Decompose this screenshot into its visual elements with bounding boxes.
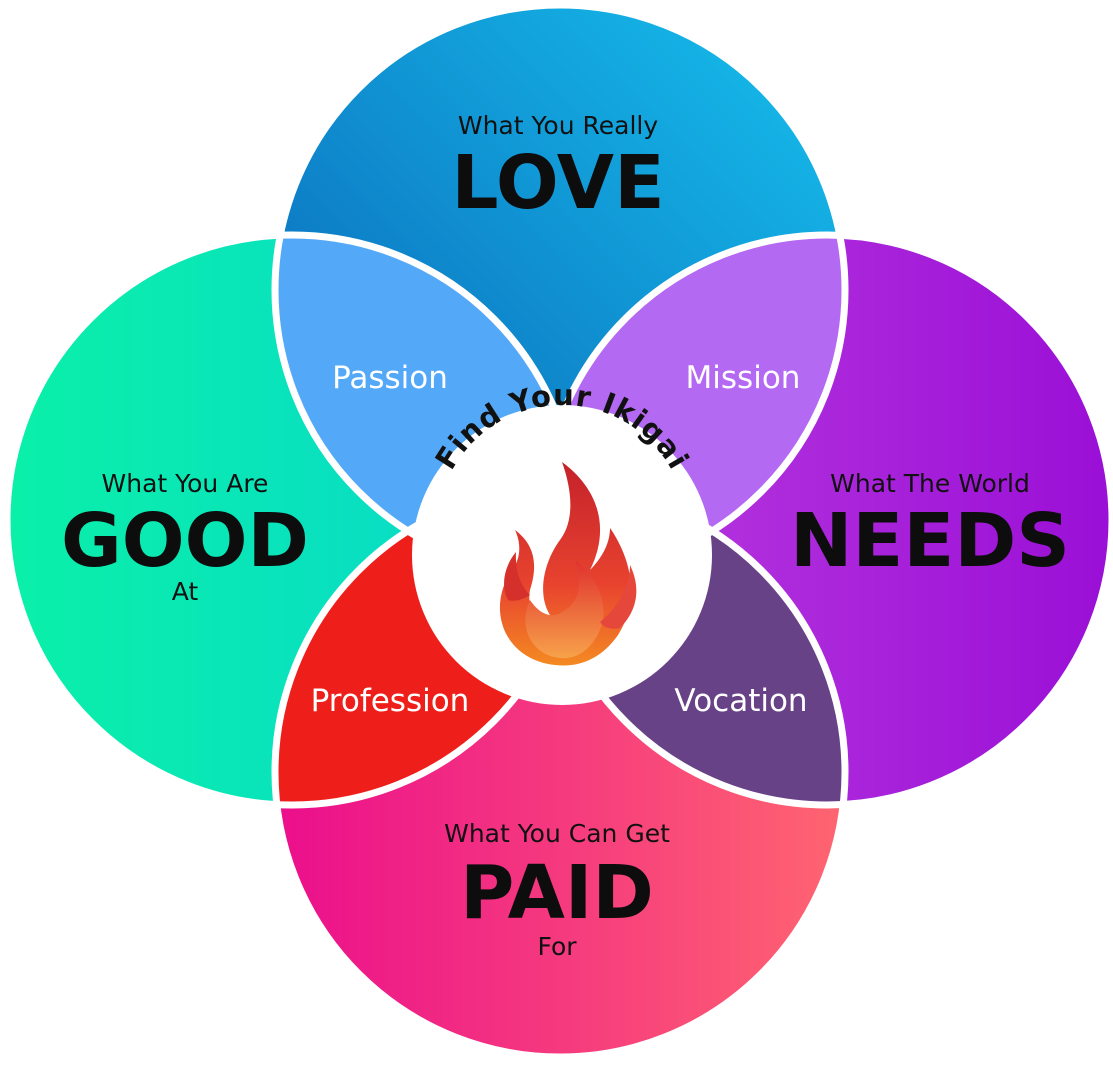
needs-subtitle: What The World: [830, 469, 1030, 498]
mission-label: Mission: [686, 360, 801, 396]
paid-trailer: For: [537, 932, 577, 961]
vocation-label: Vocation: [674, 683, 807, 719]
flame-icon: [499, 462, 637, 666]
love-keyword: LOVE: [451, 140, 664, 226]
love-subtitle: What You Really: [458, 111, 659, 140]
good-keyword: GOOD: [61, 498, 309, 584]
needs-keyword: NEEDS: [790, 498, 1070, 584]
paid-subtitle: What You Can Get: [444, 819, 670, 848]
good-subtitle: What You Are: [102, 469, 269, 498]
profession-label: Profession: [311, 683, 470, 719]
good-trailer: At: [172, 577, 199, 606]
paid-keyword: PAID: [460, 850, 654, 936]
passion-label: Passion: [332, 360, 448, 396]
